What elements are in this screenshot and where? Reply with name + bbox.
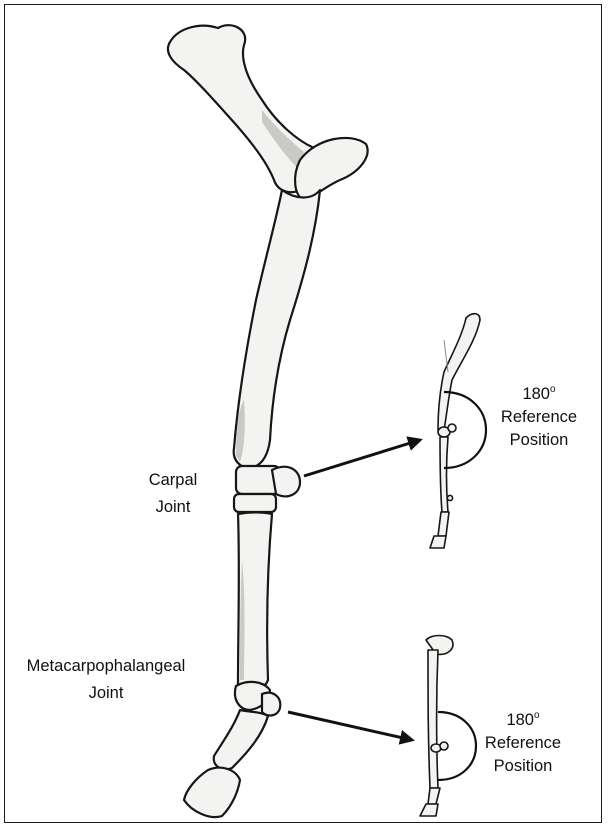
upper-reference-label: 180o Reference Position	[486, 384, 592, 450]
upper-ref-line1: Reference	[486, 407, 592, 427]
radius-bone	[234, 190, 320, 468]
metacarpophalangeal-joint-label: Metacarpophalangeal Joint	[20, 656, 192, 703]
upper-ref-fetlock	[447, 495, 452, 500]
lower-ref-sesamoid	[440, 742, 448, 750]
accessory-carpal	[272, 467, 300, 497]
main-forelimb	[168, 25, 368, 817]
lower-ref-line2: Position	[470, 756, 576, 776]
lower-angle-degree: o	[534, 710, 540, 721]
sesamoid-bone	[262, 693, 280, 716]
humerus-bone	[168, 25, 316, 192]
lower-ref-hoof	[420, 804, 438, 816]
meta-label-line2: Joint	[20, 683, 192, 703]
carpal-joint-label: Carpal Joint	[136, 470, 210, 517]
upper-ref-upper-bone	[438, 314, 480, 430]
upper-ref-carpal-accessory	[448, 424, 456, 432]
fetlock-arrow	[288, 712, 412, 740]
upper-ref-pastern	[438, 512, 449, 536]
upper-ref-cannon	[440, 437, 448, 512]
lower-reference-label: 180o Reference Position	[470, 710, 576, 776]
lower-angle-text: 180o	[470, 710, 576, 730]
carpal-arrow	[304, 440, 420, 476]
carpal-row-lower	[234, 494, 276, 512]
lower-angle-value: 180	[506, 711, 534, 729]
upper-reference-limb	[430, 314, 480, 548]
lower-ref-pastern	[428, 788, 440, 804]
upper-angle-degree: o	[550, 384, 556, 395]
upper-angle-text: 180o	[486, 384, 592, 404]
lower-ref-line1: Reference	[470, 733, 576, 753]
meta-label-line1: Metacarpophalangeal	[20, 656, 192, 676]
upper-ref-hoof	[430, 536, 446, 548]
upper-ref-line2: Position	[486, 430, 592, 450]
carpal-label-line1: Carpal	[136, 470, 210, 490]
lower-ref-cannon	[428, 650, 438, 788]
upper-angle-value: 180	[522, 385, 550, 403]
pastern-bone	[214, 710, 268, 769]
lower-reference-limb	[420, 636, 453, 817]
coffin-bone	[184, 768, 240, 817]
carpal-label-line2: Joint	[136, 497, 210, 517]
